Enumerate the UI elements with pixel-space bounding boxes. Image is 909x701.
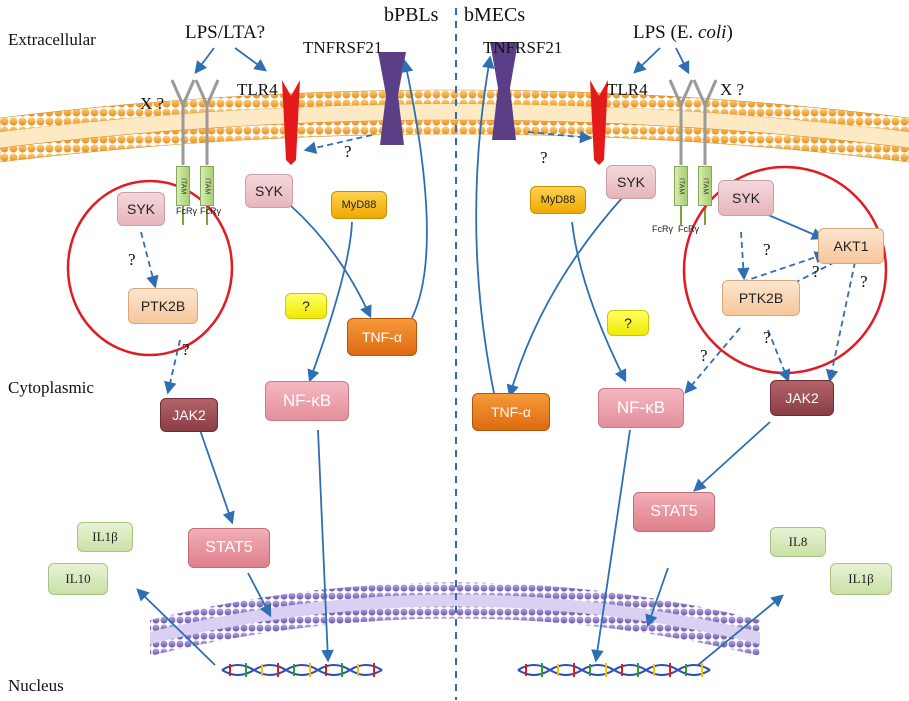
syk-node-right-tlr4: SYK xyxy=(606,165,656,199)
nfkb-node-left: NF-κB xyxy=(265,381,349,421)
myd88-node-left: MyD88 xyxy=(331,191,387,219)
ptk2b-node-left: PTK2B xyxy=(128,288,198,324)
question-mark-3: ? xyxy=(128,250,136,269)
nuclear-membrane xyxy=(150,582,760,656)
tnfa-node-left: TNF-α xyxy=(347,318,417,356)
x-receptor-right xyxy=(668,79,718,165)
label-extracellular: Extracellular xyxy=(8,30,96,49)
syk-node-right-circle: SYK xyxy=(718,180,774,216)
dna-left xyxy=(221,663,383,677)
tnfrsf21-receptor-left xyxy=(378,52,406,145)
stat5-node-left: STAT5 xyxy=(188,528,270,568)
ligand-left: LPS/LTA? xyxy=(185,22,266,43)
myd88-node-right: MyD88 xyxy=(530,186,586,214)
question-mark-9: ? xyxy=(763,328,771,347)
stat5-node-right: STAT5 xyxy=(633,492,715,532)
x-receptor-left xyxy=(170,79,220,165)
tnfrsf21-receptor-right xyxy=(490,42,518,140)
label-tnfrsf21-left: TNFRSF21 xyxy=(303,38,383,57)
unknown-node-left: ? xyxy=(285,293,327,319)
question-mark-1: ? xyxy=(344,142,352,161)
syk-node-left-circle: SYK xyxy=(117,192,165,226)
tlr4-receptor-left xyxy=(282,80,300,165)
itam-right-1: ITAM xyxy=(674,166,688,206)
jak2-node-left: JAK2 xyxy=(160,398,218,432)
syk-node-left-tlr4: SYK xyxy=(245,174,293,208)
unknown-node-right: ? xyxy=(607,310,649,336)
tnfa-node-right: TNF-α xyxy=(472,393,550,431)
itam-left-1: ITAM xyxy=(176,166,190,206)
il1b-node-right: IL1β xyxy=(830,563,892,595)
label-x-left: X ? xyxy=(140,94,165,113)
label-nucleus: Nucleus xyxy=(8,676,64,695)
il8-node: IL8 xyxy=(770,527,826,557)
itam-right-2: ITAM xyxy=(698,166,712,206)
highlight-circle-left xyxy=(66,179,234,357)
label-tnfrsf21-right: TNFRSF21 xyxy=(483,38,563,57)
question-mark-4: ? xyxy=(182,340,190,359)
label-x-right: X ? xyxy=(720,80,745,99)
signal-arrows xyxy=(136,47,825,666)
fcr-label-right-1: FcRγ xyxy=(652,224,673,234)
label-bpbls: bPBLs xyxy=(384,4,439,26)
fcr-label-right-2: FcRγ xyxy=(678,224,699,234)
question-mark-5: ? xyxy=(763,240,771,259)
tlr4-receptor-right xyxy=(590,80,608,165)
cell-membrane xyxy=(0,89,909,163)
il10-node: IL10 xyxy=(48,563,108,595)
question-mark-8: ? xyxy=(700,346,708,365)
hypothetical-arrows xyxy=(140,130,856,395)
ligand-right: LPS (E. coli) xyxy=(633,22,733,43)
dna-right xyxy=(517,663,711,677)
question-mark-2: ? xyxy=(540,148,548,167)
itam-left-2: ITAM xyxy=(200,166,214,206)
fcr-label-left-2: FcRγ xyxy=(200,206,221,216)
jak2-node-right: JAK2 xyxy=(770,380,834,416)
highlight-circle-right xyxy=(682,165,888,375)
akt1-node: AKT1 xyxy=(818,228,884,264)
label-bmecs: bMECs xyxy=(464,4,526,26)
il1b-node-left: IL1β xyxy=(77,522,133,552)
label-cytoplasmic: Cytoplasmic xyxy=(8,378,94,397)
question-mark-7: ? xyxy=(860,272,868,291)
question-mark-6: ? xyxy=(812,262,820,281)
ptk2b-node-right: PTK2B xyxy=(722,280,800,316)
label-tlr4-left: TLR4 xyxy=(237,80,278,99)
fcr-label-left-1: FcRγ xyxy=(176,206,197,216)
label-tlr4-right: TLR4 xyxy=(607,80,648,99)
fcr-stems xyxy=(182,205,706,225)
nfkb-node-right: NF-κB xyxy=(598,388,684,428)
